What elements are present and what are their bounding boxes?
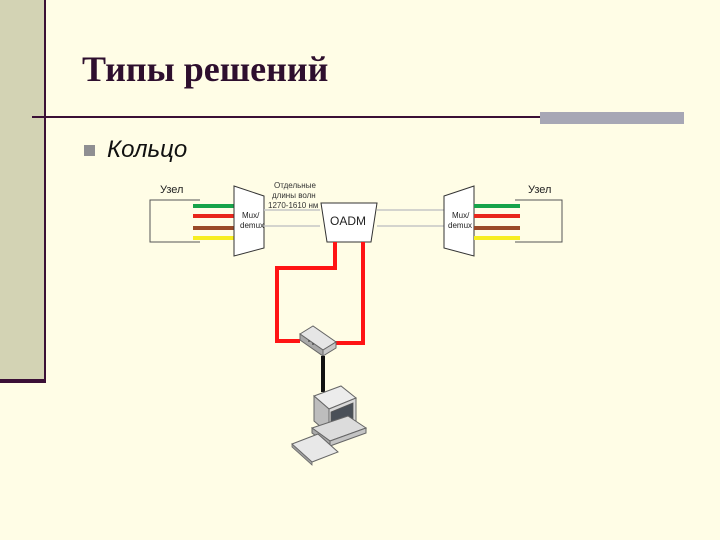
bullet-item: Кольцо [84,136,187,164]
left-accent-bar [0,0,46,383]
wavelength-note-line1: Отдельные [274,181,316,190]
slide-title: Типы решений [82,49,329,89]
wavelength-note-line3: 1270-1610 нм [268,201,318,210]
bullet-text: Кольцо [107,136,188,163]
node-left-label: Узел [160,184,183,196]
wavelength-note-line2: длины волн [272,191,316,200]
mux-right-label-line2: demux [448,221,472,230]
oadm-label: OADM [330,214,366,228]
oadm-box [320,202,378,243]
title-underline [32,116,682,118]
node-right-box [515,199,563,243]
mux-left-label-line1: Mux/ [242,211,260,220]
mux-left-label-line2: demux [240,221,264,230]
title-underline-accent [540,112,684,124]
bullet-square-icon [84,144,95,156]
drop-link-left [275,242,337,343]
mux-demux-left [233,185,265,257]
router-icon [299,325,337,357]
node-left-box [149,199,200,243]
mux-demux-right [443,185,475,257]
mux-right-label-line1: Mux/ [452,211,470,220]
node-right-label: Узел [528,184,551,196]
drop-link-right [333,242,365,345]
desktop-computer-icon [291,385,368,466]
